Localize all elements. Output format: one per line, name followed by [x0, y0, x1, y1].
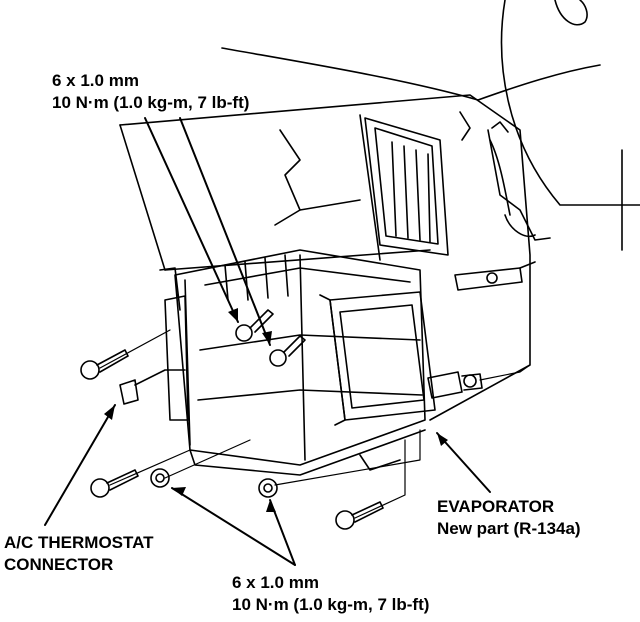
connector-label-line1: A/C THERMOSTAT [4, 533, 154, 552]
expansion-valve-fitting [427, 371, 483, 399]
mounting-panel-outline [119, 94, 531, 421]
upper-duct-flange [364, 111, 471, 256]
nut-bottom-1 [150, 468, 170, 488]
arrowheads [104, 308, 448, 512]
connector-label-line2: CONNECTOR [4, 555, 114, 574]
nut-bottom-2 [258, 478, 278, 498]
leader-connector [44, 404, 116, 526]
bolt-top-2 [269, 335, 306, 367]
leader-evaporator [436, 432, 491, 493]
top-fastener-size-label: 6 x 1.0 mm [52, 71, 139, 90]
screw-bottom-right [335, 501, 384, 530]
evaporator-core [319, 291, 436, 426]
bottom-fastener-torque-label: 10 N·m (1.0 kg-m, 7 lb-ft) [232, 595, 430, 614]
evaporator-label: EVAPORATOR [437, 497, 555, 516]
hose-fitting [454, 261, 536, 291]
right-bracket [487, 121, 551, 241]
thermostat-connector [119, 369, 186, 405]
bottom-fastener-size-label: 6 x 1.0 mm [232, 573, 319, 592]
screw-left-upper [80, 349, 129, 380]
top-fastener-torque-label: 10 N·m (1.0 kg-m, 7 lb-ft) [52, 93, 250, 112]
evaporator-note-label: New part (R-134a) [437, 519, 581, 538]
leader-bottom-torque-1 [171, 487, 296, 566]
leader-top-torque-1 [144, 117, 239, 323]
vehicle-body-outline [221, 0, 640, 251]
leader-top-torque-2 [179, 117, 271, 346]
leader-lines [44, 117, 491, 566]
evaporator-housing [159, 249, 426, 476]
alignment-lines [99, 329, 531, 519]
